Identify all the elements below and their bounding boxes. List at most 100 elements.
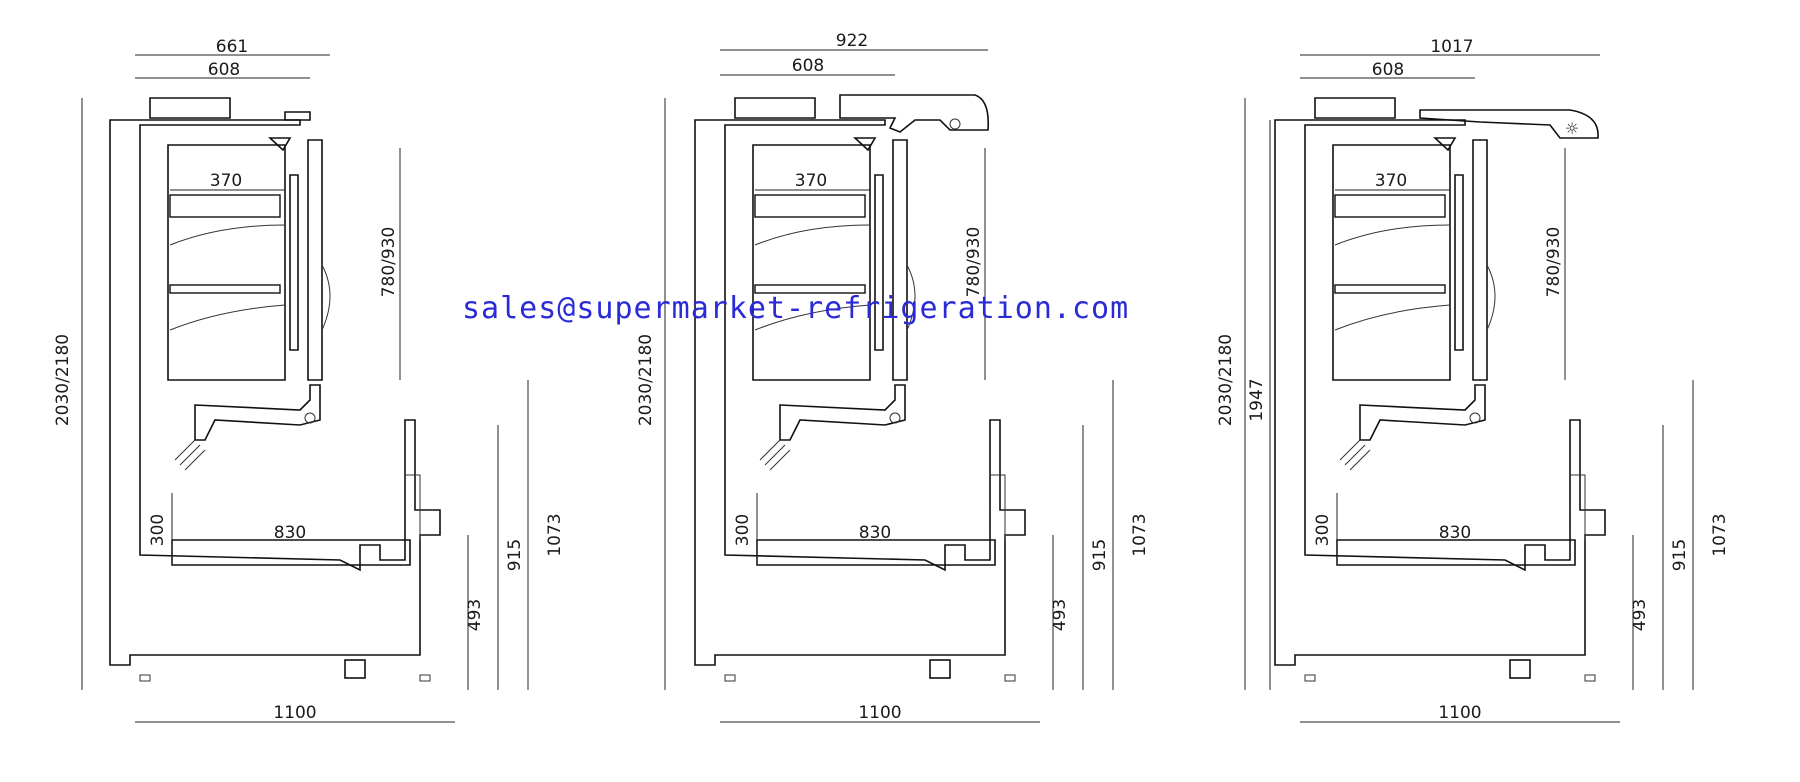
light-unit [1432, 137, 1457, 152]
top-canopy-extension [839, 94, 990, 133]
dim-base-width: 1100 [1438, 703, 1481, 723]
lower-well [1336, 539, 1576, 566]
foot [724, 674, 736, 682]
air-duct [194, 384, 321, 441]
cabinet-outline [1274, 119, 1606, 666]
cabinet-outline [109, 119, 441, 666]
grille-lines [1339, 439, 1371, 471]
dim-front-height: 915 [1670, 539, 1690, 571]
dim-shelf-width: 370 [1375, 171, 1407, 191]
dim-upper-height: 780/930 [964, 227, 984, 298]
air-duct [1359, 384, 1486, 441]
foot [1304, 674, 1316, 682]
dim-top-depth: 608 [792, 56, 824, 76]
dim-top-total: 661 [216, 37, 248, 57]
dim-base-width: 1100 [273, 703, 316, 723]
shelf-curve [169, 224, 286, 246]
dim-well-depth: 300 [148, 514, 168, 546]
drain-foot [1509, 659, 1531, 679]
well-side [405, 474, 421, 540]
upper-compartment [752, 144, 871, 381]
foot [139, 674, 151, 682]
dim-rear-height: 1073 [1710, 513, 1730, 556]
dim-well-depth: 300 [733, 514, 753, 546]
glass-door [892, 139, 908, 381]
lower-shelf [1334, 284, 1446, 294]
upper-shelf [169, 194, 281, 218]
dim-top-depth: 608 [208, 60, 240, 80]
dim-upper-height: 780/930 [379, 227, 399, 298]
drain-foot [929, 659, 951, 679]
dim-base-height: 493 [1630, 599, 1650, 631]
shelf-curve [169, 304, 286, 331]
top-canopy [734, 97, 816, 119]
dim-shelf-width: 370 [210, 171, 242, 191]
fan-icon [304, 412, 316, 424]
fan-icon [1469, 412, 1481, 424]
top-canopy-extension [1419, 109, 1599, 139]
door-handle [906, 264, 916, 331]
view-1: 661 608 370 780/930 2030/2180 300 830 10… [53, 37, 565, 723]
drain-foot [344, 659, 366, 679]
door-handle [1486, 264, 1496, 331]
well-side [990, 474, 1006, 540]
upper-compartment [167, 144, 286, 381]
light-unit [852, 137, 877, 152]
dim-base-height: 493 [1050, 599, 1070, 631]
watermark-text: sales@supermarket-refrigeration.com [462, 291, 1129, 326]
dim-well-width: 830 [1439, 523, 1471, 543]
light-unit [267, 137, 292, 152]
dim-front-height: 915 [505, 539, 525, 571]
view-2: 922 608 370 780/930 2030/2180 300 830 10… [636, 31, 1150, 723]
light-icon [949, 118, 961, 130]
dim-total-height: 2030/2180 [53, 334, 73, 426]
dim-base-height: 493 [465, 599, 485, 631]
dim-well-width: 830 [859, 523, 891, 543]
view-3: ☼ 1017 608 370 780/930 2030/2180 1947 30… [1216, 37, 1730, 723]
dim-shelf-width: 370 [795, 171, 827, 191]
dim-total-height: 2030/2180 [636, 334, 656, 426]
door-handle [321, 264, 331, 331]
grille-lines [174, 439, 206, 471]
cabinet-outline [694, 119, 1026, 666]
foot [1584, 674, 1596, 682]
glass-door [307, 139, 323, 381]
shelf-curve [754, 224, 871, 246]
well-side [1570, 474, 1586, 540]
shelf-curve [754, 304, 871, 331]
dim-rear-height: 1073 [545, 513, 565, 556]
dim-well-depth: 300 [1313, 514, 1333, 546]
door-post [289, 174, 299, 351]
upper-shelf [1334, 194, 1446, 218]
dim-rear-height: 1073 [1130, 513, 1150, 556]
fan-icon [889, 412, 901, 424]
dim-top-total: 922 [836, 31, 868, 51]
lower-well [171, 539, 411, 566]
door-post [874, 174, 884, 351]
top-canopy [1314, 97, 1396, 119]
top-canopy [149, 97, 231, 119]
dim-upper-height: 780/930 [1544, 227, 1564, 298]
dim-well-width: 830 [274, 523, 306, 543]
shelf-curve [1334, 304, 1451, 331]
lower-shelf [754, 284, 866, 294]
dim-total-height: 2030/2180 [1216, 334, 1236, 426]
dim-front-height: 915 [1090, 539, 1110, 571]
dim-inner-height: 1947 [1247, 378, 1267, 421]
foot [419, 674, 431, 682]
dim-top-depth: 608 [1372, 60, 1404, 80]
top-cap [284, 111, 311, 121]
dim-base-width: 1100 [858, 703, 901, 723]
upper-shelf [754, 194, 866, 218]
shelf-curve [1334, 224, 1451, 246]
grille-lines [759, 439, 791, 471]
foot [1004, 674, 1016, 682]
air-duct [779, 384, 906, 441]
glass-door [1472, 139, 1488, 381]
dim-top-total: 1017 [1430, 37, 1473, 57]
lamp-icon: ☼ [1565, 119, 1579, 138]
upper-compartment [1332, 144, 1451, 381]
lower-shelf [169, 284, 281, 294]
